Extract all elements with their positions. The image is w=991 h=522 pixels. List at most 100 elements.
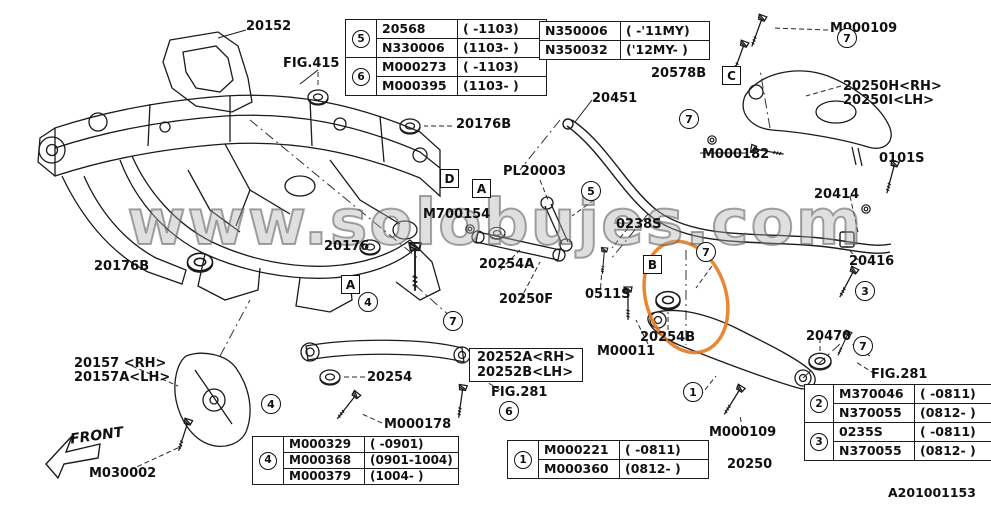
part-label-20451: 20451 (592, 91, 638, 106)
callout-cell: 2 (804, 384, 834, 423)
document-number: A201001153 (888, 485, 976, 500)
part-label-20254b: 20254B (640, 330, 696, 345)
lateral-link-20254a-drawing (471, 230, 566, 262)
part-label-m000109-bottom: M000109 (709, 425, 777, 440)
part-number-cell: M000329 (283, 436, 365, 453)
date-range-cell: (0901-1004) (364, 452, 459, 469)
part-label-20252b: 20252B<LH> (477, 365, 574, 380)
date-range-cell: (0812- ) (914, 403, 991, 423)
parts-table-right-2-3: 2 M370046 ( -0811) N370055 (0812- ) 3 02… (804, 384, 991, 461)
callout-cell: 6 (345, 57, 377, 96)
part-label-m00011: M00011 (597, 344, 656, 359)
bushings-drawing (186, 89, 871, 386)
callout-7b: 7 (679, 109, 699, 129)
date-range-cell: (1103- ) (457, 76, 547, 96)
callout-cell: 4 (252, 436, 284, 485)
date-range-cell: (1103- ) (457, 38, 547, 58)
part-label-20470: 20470 (806, 329, 852, 344)
stabilizer-bar-drawing (562, 118, 892, 254)
callout-7d: 7 (443, 311, 463, 331)
section-marker-a2: A (341, 275, 360, 294)
callout-1-icon: 1 (514, 450, 532, 469)
date-range-cell: ( -0811) (619, 440, 709, 460)
parts-table-n350: N350006 ( -'11MY) N350032 ('12MY- ) (539, 21, 710, 60)
part-number-cell: M000395 (376, 76, 458, 96)
callout-cell: 3 (804, 422, 834, 461)
callout-2-icon: 2 (810, 394, 828, 413)
callout-5-icon: 5 (352, 29, 370, 48)
part-label-20250i: 20250I<LH> (843, 93, 935, 108)
date-range-cell: ( -0901) (364, 436, 459, 453)
date-range-cell: (0812- ) (619, 459, 709, 479)
part-number-cell: 20568 (376, 19, 458, 39)
part-label-20176b-top: 20176B (456, 117, 512, 132)
date-range-cell: (1004- ) (364, 468, 459, 485)
part-label-pl20003: PL20003 (503, 164, 567, 179)
section-marker-c: C (722, 66, 741, 85)
date-range-cell: ( -1103) (457, 57, 547, 77)
callout-7a: 7 (837, 28, 857, 48)
part-number-cell: N330006 (376, 38, 458, 58)
date-range-cell: ( -'11MY) (620, 21, 710, 41)
section-marker-a1: A (472, 179, 491, 198)
part-number-cell: M000360 (538, 459, 620, 479)
part-number-cell: N370055 (833, 441, 915, 461)
callout-3: 3 (855, 281, 875, 301)
callout-7e: 7 (853, 336, 873, 356)
part-label-20416: 20416 (849, 254, 895, 269)
part-number-cell: N370055 (833, 403, 915, 423)
lower-link-20250-drawing (647, 309, 816, 390)
part-label-m700154: M700154 (423, 207, 491, 222)
part-label-20176: 20176 (324, 239, 370, 254)
callout-6: 6 (499, 401, 519, 421)
figure-ref-281-mid: FIG.281 (491, 385, 548, 400)
part-number-cell: 0235S (833, 422, 915, 442)
part-label-20157a: 20157A<LH> (74, 370, 171, 385)
parts-table-bolt-5-6: 5 20568 ( -1103) N330006 (1103- ) 6 M000… (345, 19, 547, 96)
part-number-cell: M000273 (376, 57, 458, 77)
part-number-cell: M370046 (833, 384, 915, 404)
part-label-box-20252: 20252A<RH> 20252B<LH> (469, 348, 583, 382)
upper-arm-drawing (742, 70, 892, 167)
trailing-bracket-drawing (174, 352, 251, 447)
callout-cell: 5 (345, 19, 377, 58)
front-link-drawing (300, 339, 471, 364)
figure-ref-415: FIG.415 (283, 56, 340, 71)
part-label-20250f: 20250F (499, 292, 554, 307)
callout-5: 5 (581, 181, 601, 201)
part-label-20250: 20250 (727, 457, 773, 472)
highlight-ellipse (642, 239, 730, 355)
date-range-cell: ( -0811) (914, 422, 991, 442)
callout-3-icon: 3 (810, 432, 828, 451)
callout-6-icon: 6 (352, 67, 370, 86)
part-label-20254: 20254 (367, 370, 413, 385)
part-label-20176b-left: 20176B (94, 259, 150, 274)
part-label-0511s: 0511S (585, 287, 631, 302)
callout-4b: 4 (261, 394, 281, 414)
date-range-cell: ( -1103) (457, 19, 547, 39)
date-range-cell: (0812- ) (914, 441, 991, 461)
part-number-cell: M000379 (283, 468, 365, 485)
part-label-0101s: 0101S (879, 151, 925, 166)
date-range-cell: ('12MY- ) (620, 40, 710, 60)
callout-cell: 1 (507, 440, 539, 479)
subframe-drawing (37, 31, 441, 313)
part-label-20414: 20414 (814, 187, 860, 202)
parts-table-bottom-4: 4 M000329 ( -0901) M000368 (0901-1004) M… (252, 436, 459, 485)
front-arrow-icon (45, 435, 101, 480)
part-label-0238s: 0238S (616, 217, 662, 232)
part-label-m030002: M030002 (89, 466, 157, 481)
stabilizer-link-drawing (540, 196, 573, 252)
part-number-cell: M000221 (538, 440, 620, 460)
figure-ref-281-right: FIG.281 (871, 367, 928, 382)
axis-lines (219, 69, 841, 379)
part-label-20157: 20157 <RH> (74, 356, 167, 371)
part-number-cell: N350032 (539, 40, 621, 60)
part-label-20250h: 20250H<RH> (843, 79, 942, 94)
callout-4a: 4 (358, 292, 378, 312)
part-label-20152: 20152 (246, 19, 292, 34)
section-marker-d: D (440, 169, 459, 188)
part-label-m000182: M000182 (702, 147, 770, 162)
solid-leaders (217, 29, 748, 154)
